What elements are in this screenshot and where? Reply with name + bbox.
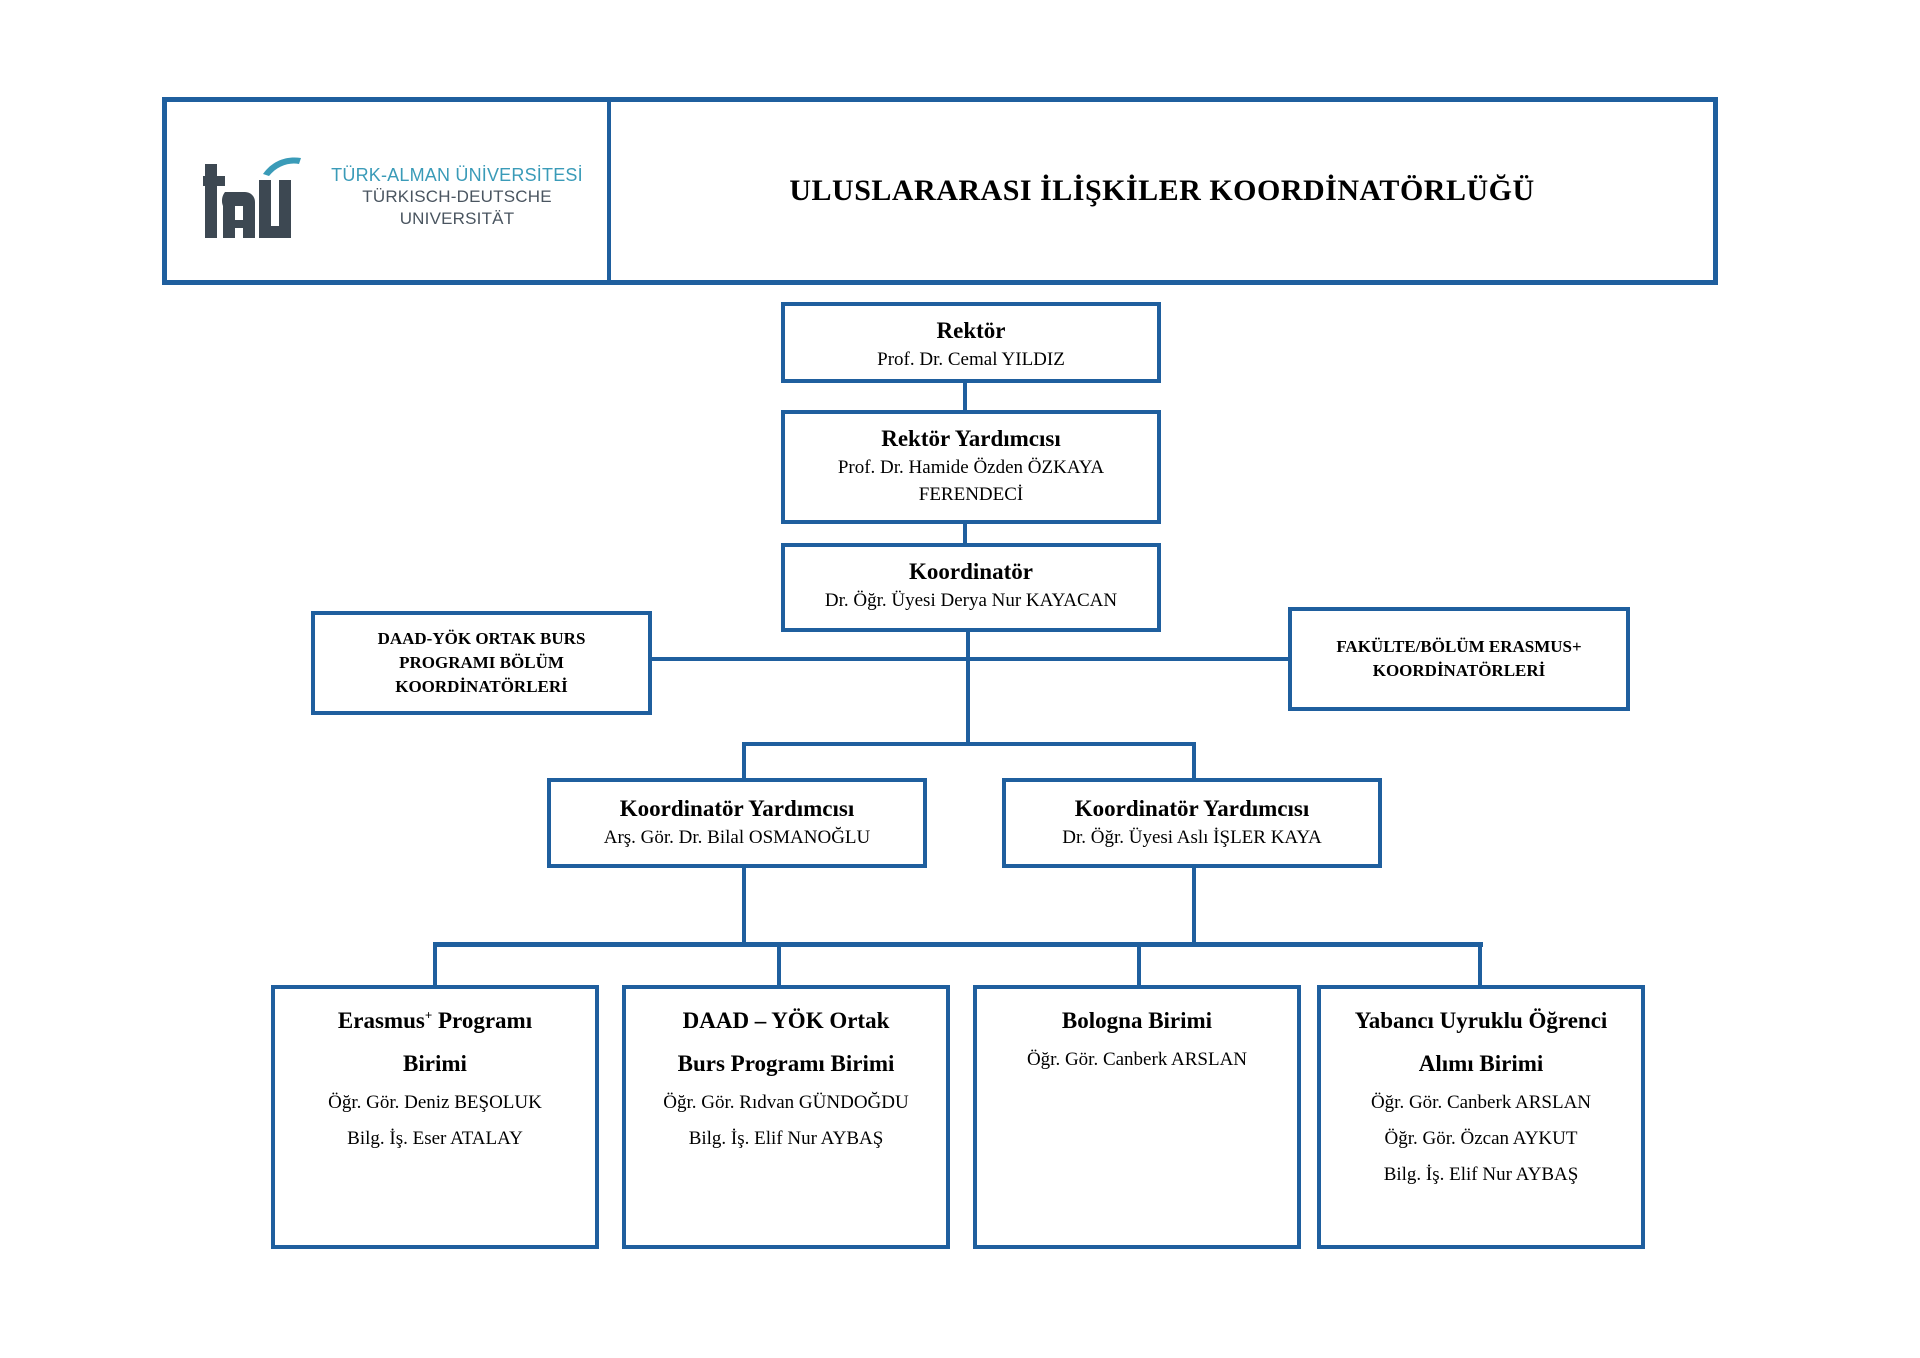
daad-yok-coordinators-box: DAAD-YÖK ORTAK BURS PROGRAMI BÖLÜM KOORD… [311,611,652,715]
page-title: ULUSLARARASI İLİŞKİLER KOORDİNATÖRLÜĞÜ [789,174,1535,207]
erasmus-coordinators-line2: KOORDİNATÖRLERİ [1372,661,1546,680]
connector-assistants-horizontal [742,742,1196,746]
erasmus-unit-box: Erasmus+ Programı Birimi Öğr. Gör. Deniz… [271,985,599,1249]
connector-assistant-left-up [742,742,746,782]
logo-cell: TÜRK-ALMAN ÜNİVERSİTESİ TÜRKISCH-DEUTSCH… [167,102,611,280]
rektor-yardimcisi-name-line2: FERENDECİ [918,484,1024,505]
erasmus-coordinators-box: FAKÜLTE/BÖLÜM ERASMUS+ KOORDİNATÖRLERİ [1288,607,1630,711]
daad-yok-unit-title-line2: Burs Programı Birimi [677,1051,895,1076]
logo-text-german: TÜRKISCH-DEUTSCHE UNIVERSITÄT [362,187,552,228]
assistant-coordinator-2-title: Koordinatör Yardımcısı [1074,796,1310,821]
logo-text-turkish: TÜRK-ALMAN ÜNİVERSİTESİ [331,165,583,185]
connector-yardimci-koordinator [963,521,967,545]
header-banner: TÜRK-ALMAN ÜNİVERSİTESİ TÜRKISCH-DEUTSCH… [162,97,1718,285]
foreign-student-unit-member: Öğr. Gör. Canberk ARSLAN [1370,1092,1592,1113]
connector-unit-2 [777,942,781,988]
erasmus-unit-member: Bilg. İş. Eser ATALAY [347,1128,523,1149]
connector-units-horizontal [433,942,1483,947]
erasmus-unit-title: Erasmus+ Programı [337,1007,533,1033]
logo-text: TÜRK-ALMAN ÜNİVERSİTESİ TÜRKISCH-DEUTSCH… [307,164,607,230]
foreign-student-unit-title: Yabancı Uyruklu Öğrenci [1354,1008,1608,1033]
connector-assistant-right-down [1192,865,1196,943]
connector-unit-3 [1137,942,1141,988]
rektor-name: Prof. Dr. Cemal YILDIZ [877,349,1065,370]
assistant-coordinator-2-name: Dr. Öğr. Üyesi Aslı İŞLER KAYA [1062,827,1322,848]
foreign-student-unit-box: Yabancı Uyruklu Öğrenci Alımı Birimi Öğr… [1317,985,1645,1249]
rektor-yardimcisi-title: Rektör Yardımcısı [881,426,1061,451]
daad-yok-unit-member: Bilg. İş. Elif Nur AYBAŞ [688,1128,884,1149]
foreign-student-unit-member: Bilg. İş. Elif Nur AYBAŞ [1383,1164,1579,1185]
koordinator-name: Dr. Öğr. Üyesi Derya Nur KAYACAN [824,590,1118,611]
bologna-unit-box: Bologna Birimi Öğr. Gör. Canberk ARSLAN [973,985,1301,1249]
rektor-yardimcisi-box: Rektör Yardımcısı Prof. Dr. Hamide Özden… [781,410,1161,524]
bologna-unit-title: Bologna Birimi [1061,1008,1213,1033]
daad-yok-unit-title: DAAD – YÖK Ortak [682,1008,890,1033]
erasmus-unit-title-line2: Birimi [403,1051,467,1076]
connector-unit-1 [433,942,437,988]
rektor-title: Rektör [936,318,1006,343]
rektor-box: Rektör Prof. Dr. Cemal YILDIZ [781,302,1161,383]
daad-yok-coordinators-line2: PROGRAMI BÖLÜM [399,653,564,672]
koordinator-title: Koordinatör [909,559,1033,584]
erasmus-unit-member: Öğr. Gör. Deniz BEŞOLUK [328,1092,542,1113]
daad-yok-unit-box: DAAD – YÖK Ortak Burs Programı Birimi Öğ… [622,985,950,1249]
bologna-unit-member: Öğr. Gör. Canberk ARSLAN [1026,1049,1248,1070]
daad-yok-coordinators-line1: DAAD-YÖK ORTAK BURS [377,629,586,648]
assistant-coordinator-box-2: Koordinatör Yardımcısı Dr. Öğr. Üyesi As… [1002,778,1382,868]
koordinator-box: Koordinatör Dr. Öğr. Üyesi Derya Nur KAY… [781,543,1161,632]
assistant-coordinator-1-title: Koordinatör Yardımcısı [619,796,855,821]
connector-assistant-right-up [1192,742,1196,782]
connector-rektor-yardimci [963,380,967,412]
erasmus-coordinators-line1: FAKÜLTE/BÖLÜM ERASMUS+ [1336,637,1582,656]
connector-assistant-left-down [742,865,746,943]
assistant-coordinator-box-1: Koordinatör Yardımcısı Arş. Gör. Dr. Bil… [547,778,927,868]
connector-side-horizontal [648,657,1292,661]
assistant-coordinator-1-name: Arş. Gör. Dr. Bilal OSMANOĞLU [603,827,871,848]
daad-yok-unit-member: Öğr. Gör. Rıdvan GÜNDOĞDU [663,1092,909,1113]
connector-koordinator-down [966,629,970,744]
foreign-student-unit-title-line2: Alımı Birimi [1418,1051,1544,1076]
rektor-yardimcisi-name-line1: Prof. Dr. Hamide Özden ÖZKAYA [837,457,1105,478]
daad-yok-coordinators-line3: KOORDİNATÖRLERİ [395,677,568,696]
connector-unit-4 [1478,942,1482,988]
university-logo-icon [203,157,301,238]
foreign-student-unit-member: Öğr. Gör. Özcan AYKUT [1384,1128,1578,1149]
